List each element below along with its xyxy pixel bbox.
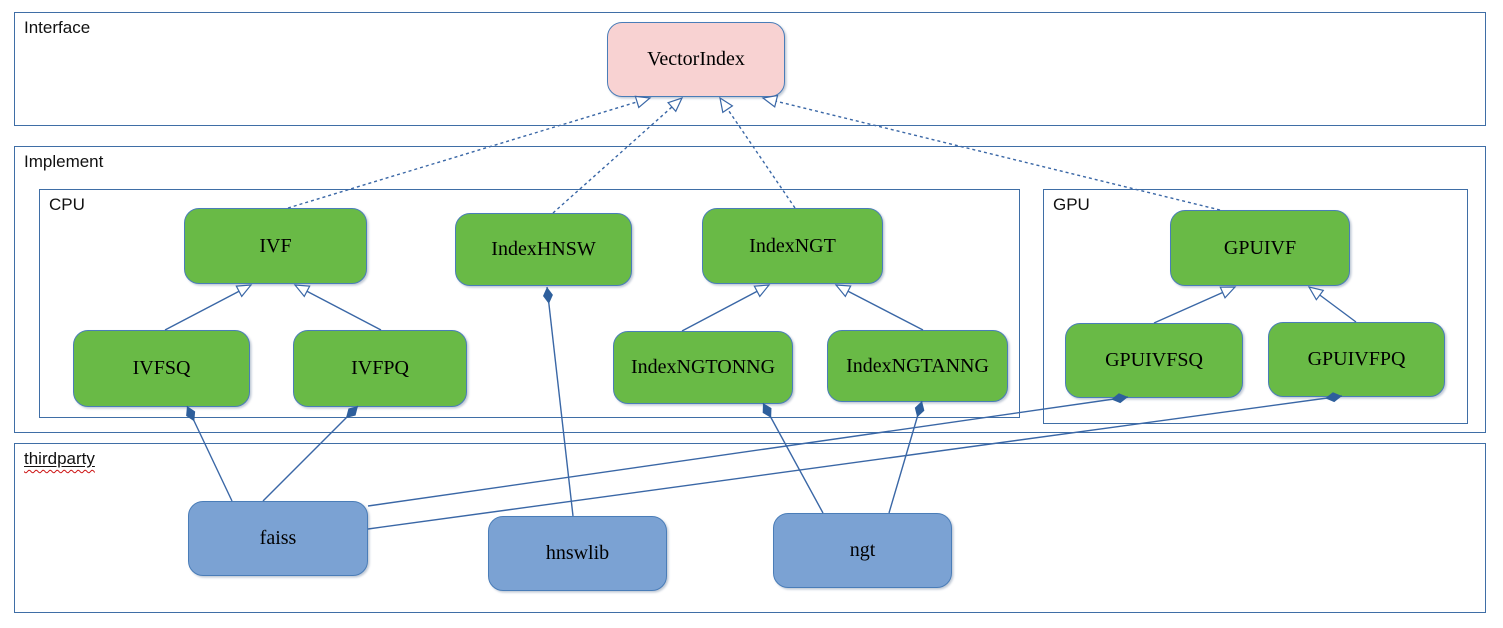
node-label-vectorindex: VectorIndex — [647, 48, 745, 70]
node-label-indexhnsw: IndexHNSW — [491, 238, 596, 260]
node-label-indexngt: IndexNGT — [749, 234, 836, 257]
node-label-ngt: ngt — [849, 539, 876, 561]
node-label-gpuivfsq: GPUIVFSQ — [1105, 349, 1203, 371]
node-label-gpuivfpq: GPUIVFPQ — [1307, 348, 1406, 370]
node-vectorindex[interactable]: VectorIndex — [607, 22, 785, 97]
node-label-indexngtonng: IndexNGTONNG — [630, 356, 776, 378]
node-label-gpuivf: GPUIVF — [1223, 236, 1297, 259]
node-ivf[interactable]: IVF — [184, 208, 367, 284]
node-hnswlib[interactable]: hnswlib — [488, 516, 667, 591]
node-gpuivf[interactable]: GPUIVF — [1170, 210, 1350, 286]
node-label-indexngtanng: IndexNGTANNG — [846, 354, 989, 377]
node-faiss[interactable]: faiss — [188, 501, 368, 576]
node-indexngtonng[interactable]: IndexNGTONNG — [613, 331, 793, 404]
node-label-ivfpq: IVFPQ — [351, 357, 409, 379]
node-indexngtanng[interactable]: IndexNGTANNG — [827, 330, 1008, 402]
node-ivfpq[interactable]: IVFPQ — [293, 330, 467, 407]
node-indexngt[interactable]: IndexNGT — [702, 208, 883, 284]
node-ivfsq[interactable]: IVFSQ — [73, 330, 250, 407]
container-label-implement: Implement — [24, 152, 104, 171]
node-label-faiss: faiss — [259, 527, 297, 549]
container-label-thirdparty: thirdparty — [24, 449, 95, 469]
node-label-ivfsq: IVFSQ — [132, 357, 191, 379]
container-label-interface: Interface — [24, 18, 91, 37]
node-label-hnswlib: hnswlib — [545, 542, 610, 564]
container-label-text: thirdparty — [24, 449, 95, 468]
node-gpuivfsq[interactable]: GPUIVFSQ — [1065, 323, 1243, 398]
container-label-gpu: GPU — [1053, 195, 1090, 214]
node-ngt[interactable]: ngt — [773, 513, 952, 588]
node-indexhnsw[interactable]: IndexHNSW — [455, 213, 632, 286]
node-gpuivfpq[interactable]: GPUIVFPQ — [1268, 322, 1445, 397]
node-label-ivf: IVF — [259, 234, 292, 257]
container-label-cpu: CPU — [49, 195, 85, 214]
